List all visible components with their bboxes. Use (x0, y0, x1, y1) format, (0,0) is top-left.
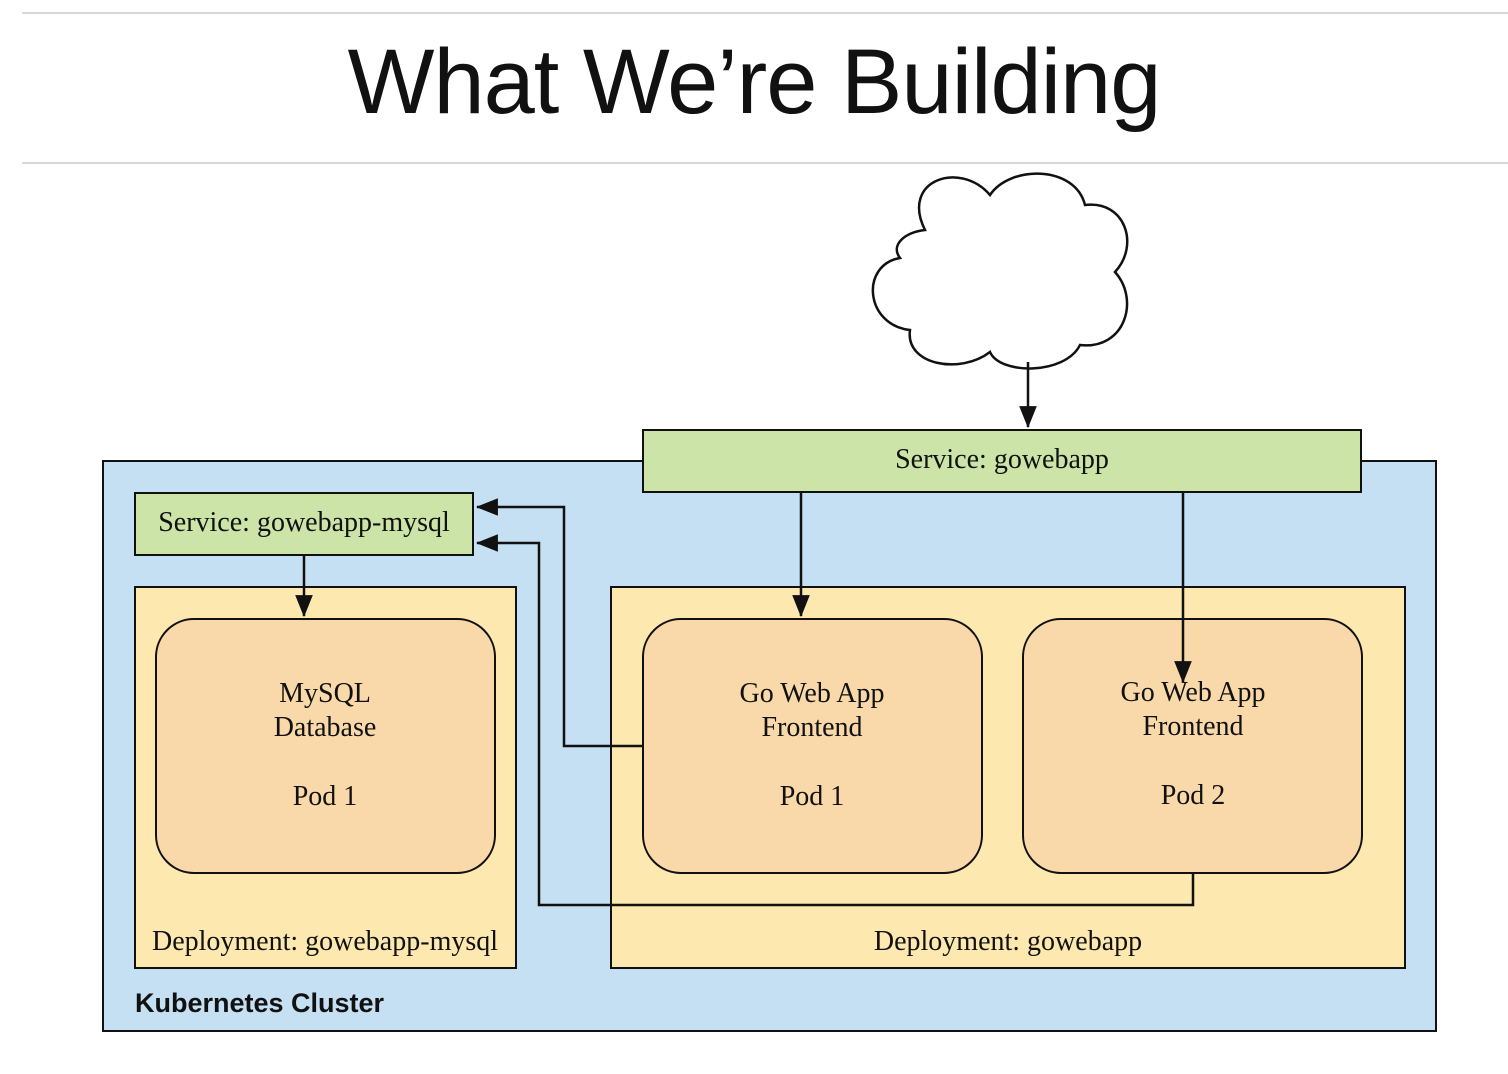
deployment-gowebapp-label: Deployment: gowebapp (874, 926, 1142, 957)
pod-web2-line3: Pod 2 (1161, 780, 1226, 811)
pod-web2-line1: Go Web App (1120, 677, 1265, 708)
service-mysql-label: Service: gowebapp-mysql (158, 507, 450, 538)
cloud-icon (871, 172, 1129, 370)
deployment-mysql-label: Deployment: gowebapp-mysql (152, 926, 498, 957)
title-underline-rule (22, 162, 1508, 164)
page-title: What We’re Building (347, 31, 1162, 133)
connector-web-pod1-to-mysql-service (475, 498, 643, 748)
service-gowebapp-box (642, 429, 1362, 493)
pod-web2-line2: Frontend (1142, 711, 1243, 742)
service-mysql-box (134, 492, 474, 556)
pod-web1-line2: Frontend (761, 712, 862, 743)
pod-gowebapp-2: Go Web App Frontend Pod 2 (1022, 618, 1363, 874)
pod-gowebapp-1: Go Web App Frontend Pod 1 (642, 618, 983, 874)
pod-mysql-line2: Database (274, 712, 377, 743)
pod-mysql-line3: Pod 1 (293, 781, 358, 812)
pod-web1-line3: Pod 1 (780, 781, 845, 812)
service-gowebapp-label: Service: gowebapp (895, 444, 1109, 475)
top-rule (22, 12, 1508, 14)
pod-mysql-line1: MySQL (279, 678, 371, 709)
connector-web-pod2-to-mysql-service (475, 534, 1195, 907)
pod-mysql: MySQL Database Pod 1 (155, 618, 496, 874)
cluster-label: Kubernetes Cluster (135, 988, 385, 1018)
pod-web1-line1: Go Web App (739, 678, 884, 709)
